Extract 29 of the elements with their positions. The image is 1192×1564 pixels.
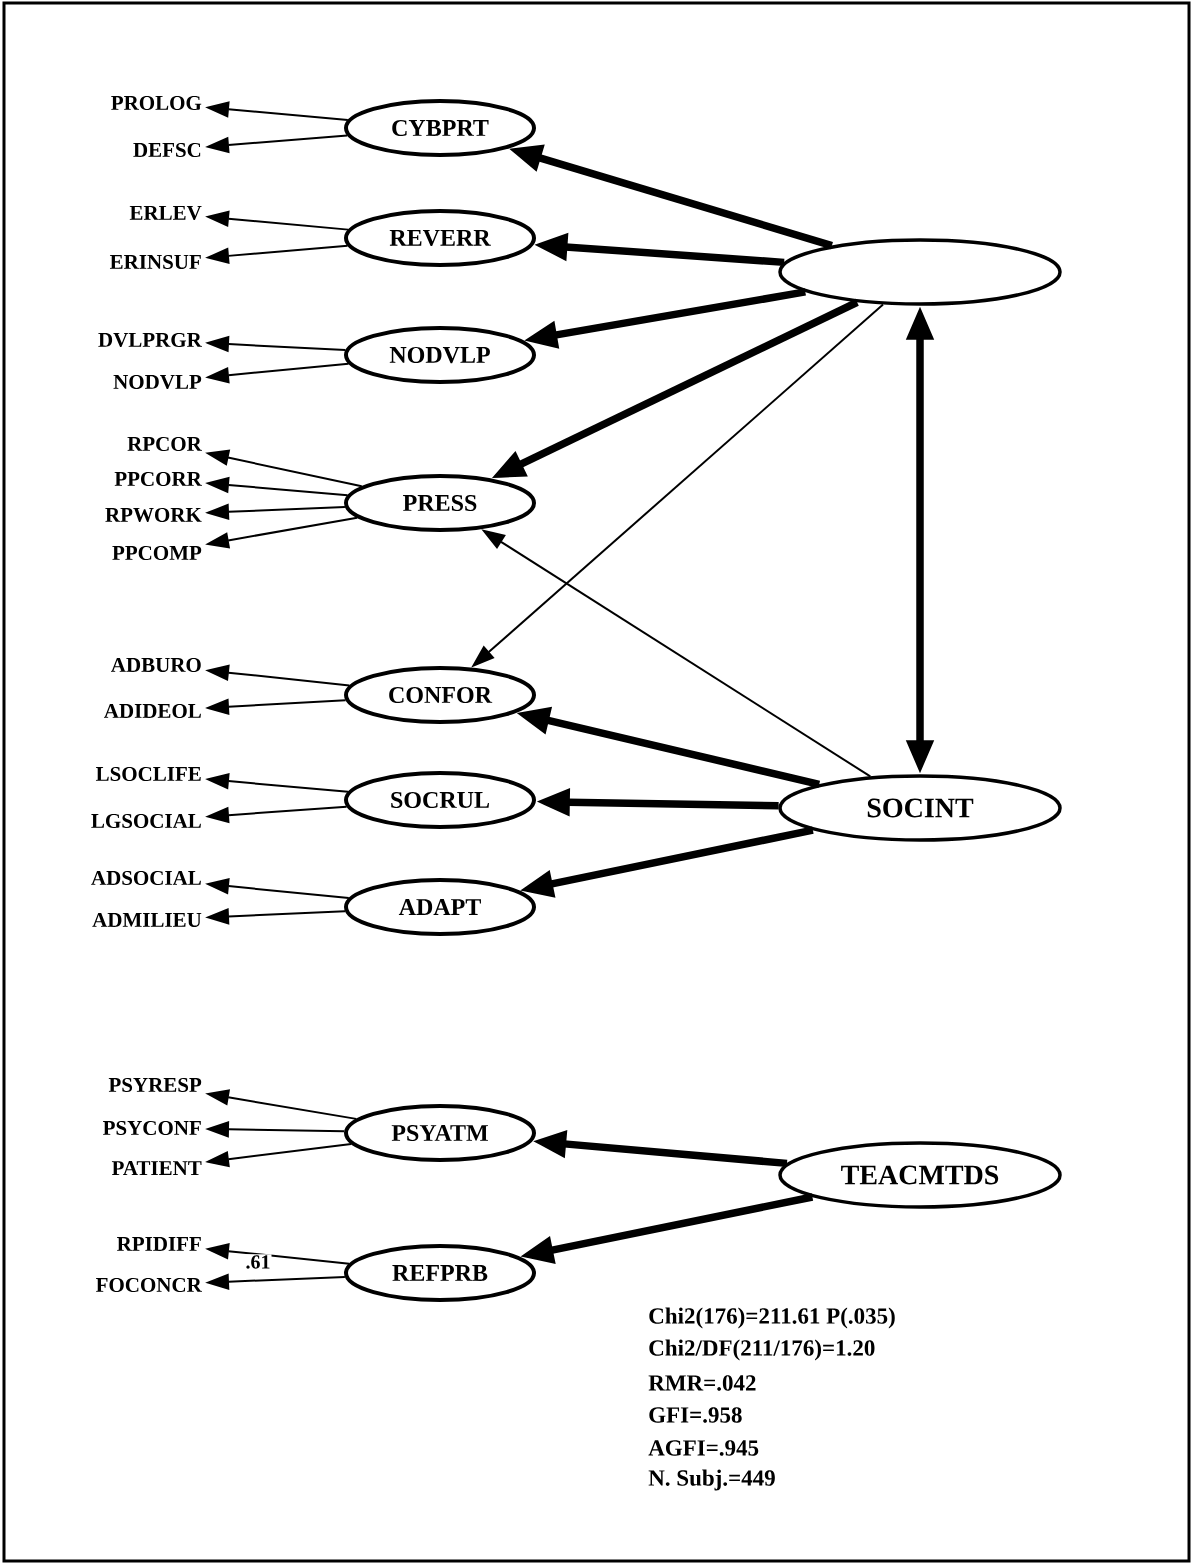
variable-label: PPCORR <box>114 471 202 487</box>
variable-label: PSYCONF <box>103 1120 201 1136</box>
fit-statistic: N. Subj.=449 <box>648 1469 775 1491</box>
variable-label: ADSOCIAL <box>91 870 201 886</box>
variable-label: PPCOMP <box>112 545 202 561</box>
variable-label: RPCOR <box>127 436 202 452</box>
fit-statistic: Chi2(176)=211.61 P(.035) <box>649 1307 895 1329</box>
variable-label: FOCONCR <box>96 1277 202 1293</box>
fit-statistic: GFI=.958 <box>649 1407 742 1423</box>
variable-label: ERLEV <box>129 205 202 221</box>
variable-label: LSOCLIFE <box>95 766 201 782</box>
variable-label: RPIDIFF <box>117 1237 201 1251</box>
variable-label: PROLOG <box>111 95 202 111</box>
fit-statistic: Chi2/DF(211/176)=1.20 <box>649 1339 875 1361</box>
fit-statistic: RMR=.042 <box>648 1375 756 1391</box>
edge-label: .61 <box>244 1254 272 1270</box>
variable-label: DVLPRGR <box>98 332 202 348</box>
fit-statistic: AGFI=.945 <box>648 1440 759 1456</box>
variable-label: RPWORK <box>105 507 202 523</box>
variable-label: DEFSC <box>133 142 201 158</box>
variable-label: ADIDEOL <box>104 703 201 719</box>
variable-label: ERINSUF <box>110 254 201 270</box>
variable-label: ADBURO <box>111 657 201 673</box>
variable-label: PSYRESP <box>108 1077 202 1093</box>
latent-ellipse <box>778 238 1062 306</box>
variable-label: PATIENT <box>111 1161 202 1175</box>
variable-label: NODVLP <box>113 374 202 390</box>
variable-label: ADMILIEU <box>92 913 202 928</box>
variable-label: LGSOCIAL <box>91 813 201 829</box>
